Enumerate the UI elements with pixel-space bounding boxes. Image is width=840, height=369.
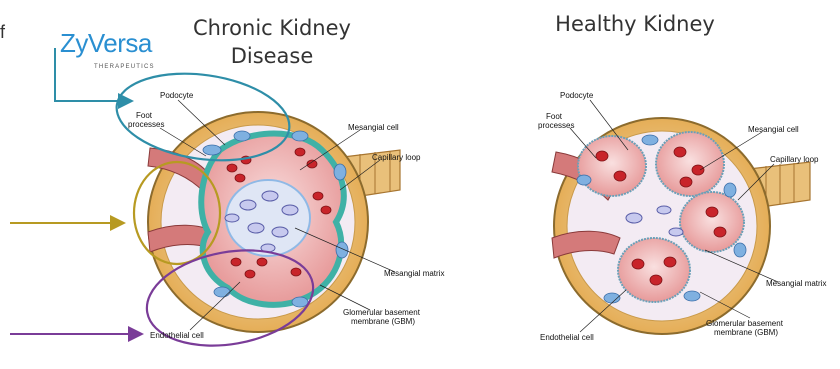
- ckd-label-gbm2: membrane (GBM): [351, 317, 415, 326]
- ckd-label-foot1: Foot: [136, 111, 153, 120]
- ckd-label-endothelial: Endothelial cell: [150, 331, 204, 340]
- teal-arrow: [55, 48, 130, 101]
- healthy-label-podocyte: Podocyte: [560, 91, 594, 100]
- healthy-glomerulus: [552, 118, 810, 334]
- healthy-label-mesangial-matrix: Mesangial matrix: [766, 279, 826, 288]
- healthy-label-gbm2: membrane (GBM): [714, 328, 778, 337]
- ckd-label-podocyte: Podocyte: [160, 91, 194, 100]
- healthy-label-gbm1: Glomerular basement: [706, 319, 784, 328]
- ckd-label-capillary-loop: Capillary loop: [372, 153, 421, 162]
- ckd-label-mesangial-cell: Mesangial cell: [348, 123, 399, 132]
- ckd-label-foot2: processes: [128, 120, 164, 129]
- healthy-label-endothelial: Endothelial cell: [540, 333, 594, 342]
- healthy-label-foot1: Foot: [546, 112, 563, 121]
- ckd-glomerulus: [148, 112, 400, 332]
- healthy-label-foot2: processes: [538, 121, 574, 130]
- ckd-label-gbm1: Glomerular basement: [343, 308, 421, 317]
- ckd-label-mesangial-matrix: Mesangial matrix: [384, 269, 444, 278]
- healthy-label-mesangial-cell: Mesangial cell: [748, 125, 799, 134]
- healthy-label-capillary-loop: Capillary loop: [770, 155, 819, 164]
